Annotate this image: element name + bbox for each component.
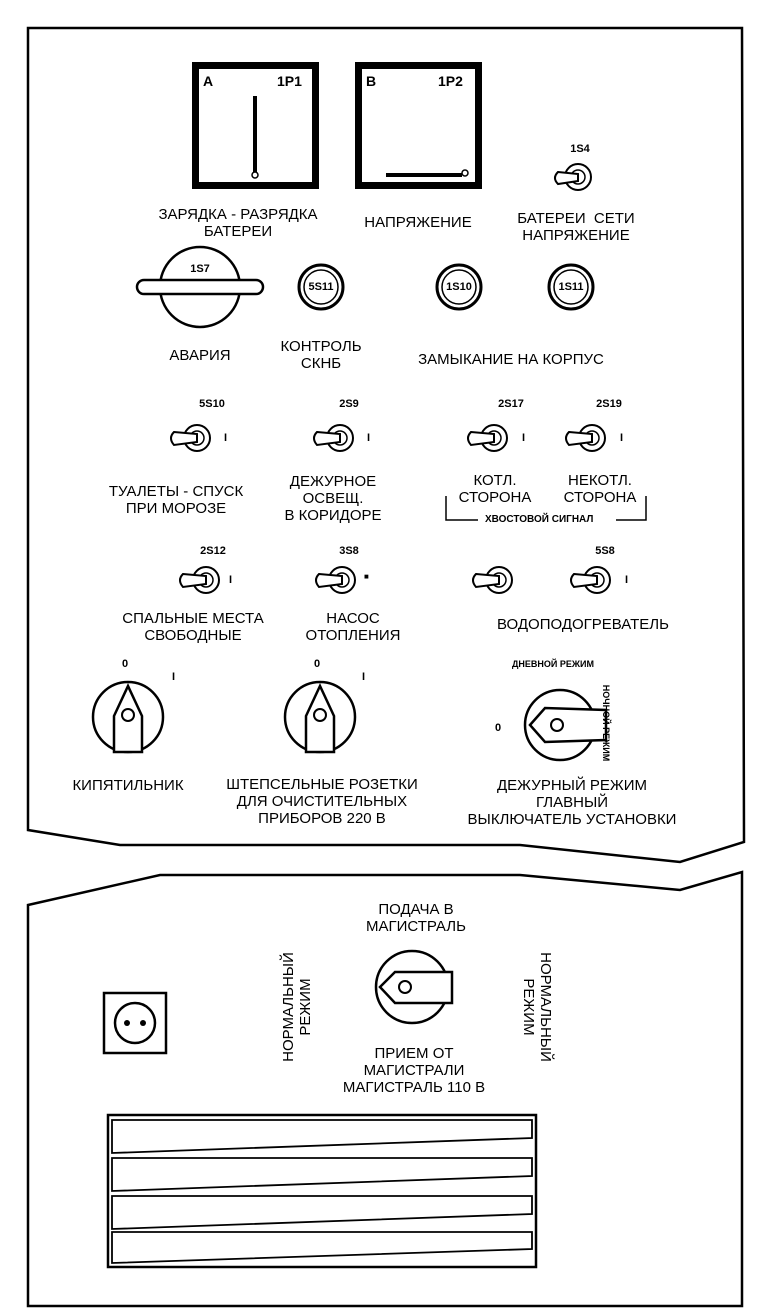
ground-fault-label: ЗАМЫКАНИЕ НА КОРПУС: [418, 351, 604, 368]
lamp-5s11-code: 5S11: [308, 281, 334, 293]
day-mode-label: ДНЕВНОЙ РЕЖИМ: [512, 659, 594, 669]
water-heater-label: ВОДОПОДОГРЕВАТЕЛЬ: [497, 616, 669, 633]
meter-1p2-code: 1P2: [438, 73, 463, 89]
toggle-switch-2s12[interactable]: [179, 566, 220, 594]
toggle-2s9-pos: I: [367, 432, 371, 444]
kettle-pos0: 0: [122, 658, 129, 670]
main-switch-label: ДЕЖУРНЫЙ РЕЖИМ ГЛАВНЫЙ ВЫКЛЮЧАТЕЛЬ УСТАН…: [467, 777, 677, 828]
toggle-2s19-label: НЕКОТЛ. СТОРОНА: [563, 472, 637, 506]
emergency-switch-code: 1S7: [190, 263, 210, 275]
lamp-1s10-code: 1S10: [446, 281, 472, 293]
lamp-5s11-label: КОНТРОЛЬ СКНБ: [280, 338, 362, 372]
toggle-5s10-label: ТУАЛЕТЫ - СПУСК ПРИ МОРОЗЕ: [108, 483, 244, 517]
meter-1p2-label: НАПРЯЖЕНИЕ: [364, 214, 472, 231]
sockets-label: ШТЕПСЕЛЬНЫЕ РОЗЕТКИ ДЛЯ ОЧИСТИТЕЛЬНЫХ ПР…: [226, 776, 418, 827]
toggle-switch-5s8[interactable]: [570, 566, 611, 594]
toggle-switch-water-heater-left[interactable]: [472, 566, 513, 594]
toggle-3s8-label: НАСОС ОТОПЛЕНИЯ: [305, 610, 401, 644]
signal-lamp-5s11: [297, 263, 345, 311]
line-selector-switch[interactable]: [374, 949, 454, 1025]
signal-lamp-1s10: [435, 263, 483, 311]
sockets-pos0: 0: [314, 658, 321, 670]
toggle-2s19-pos: I: [620, 432, 624, 444]
kettle-label: КИПЯТИЛЬНИК: [72, 777, 184, 794]
toggle-2s12-code: 2S12: [200, 545, 226, 557]
switch-1s4-code: 1S4: [570, 143, 590, 155]
main-mode-switch[interactable]: [523, 688, 608, 762]
toggle-2s19-code: 2S19: [596, 398, 622, 410]
toggle-switch-1s4[interactable]: [554, 163, 592, 191]
night-mode-label: НОЧНОЙ РЕЖИМ: [601, 684, 612, 762]
supply-label: ПОДАЧА В МАГИСТРАЛЬ: [366, 901, 466, 935]
toggle-2s17-code: 2S17: [498, 398, 524, 410]
toggle-5s10-pos: I: [224, 432, 228, 444]
sockets-pos1: I: [362, 671, 366, 683]
kettle-pos1: I: [172, 671, 176, 683]
meter-1p1-label: ЗАРЯДКА - РАЗРЯДКА БАТЕРЕИ: [158, 206, 318, 240]
toggle-2s9-label: ДЕЖУРНОЕ ОСВЕЩ. В КОРИДОРЕ: [284, 473, 382, 524]
toggle-2s12-label: СПАЛЬНЫЕ МЕСТА СВОБОДНЫЕ: [122, 610, 264, 644]
lamp-1s11-code: 1S11: [558, 281, 584, 293]
normal-mode-left-label: НОРМАЛЬНЫЙ РЕЖИМ: [279, 952, 314, 1062]
toggle-5s10-code: 5S10: [199, 398, 225, 410]
toggle-switch-2s9[interactable]: [313, 424, 354, 452]
rotary-switch-kettle[interactable]: [91, 680, 165, 754]
emergency-label: АВАРИЯ: [169, 347, 231, 364]
switch-1s4-label: БАТЕРЕИ СЕТИ НАПРЯЖЕНИЕ: [517, 210, 635, 244]
lower-panel-outline: [26, 870, 744, 1308]
main-switch-pos0: 0: [495, 722, 502, 734]
upper-panel-outline: [26, 26, 746, 864]
toggle-2s9-code: 2S9: [339, 398, 359, 410]
toggle-5s8-pos: I: [625, 574, 629, 586]
rotary-switch-sockets[interactable]: [283, 680, 357, 754]
toggle-2s17-pos: I: [522, 432, 526, 444]
toggle-2s12-pos: I: [229, 574, 233, 586]
toggle-3s8-pos: ■: [364, 572, 369, 581]
voltmeter-1p2: [355, 62, 482, 189]
toggle-5s8-code: 5S8: [595, 545, 615, 557]
toggle-2s17-label: КОТЛ. СТОРОНА: [458, 472, 532, 506]
normal-mode-right-label: НОРМАЛЬНЫЙ РЕЖИМ: [519, 952, 554, 1062]
emergency-switch-1s7[interactable]: [135, 245, 265, 329]
meter-1p2-letter: B: [366, 73, 377, 89]
tail-signal-bracket: [445, 496, 647, 521]
tail-signal-label: ХВОСТОВОЙ СИГНАЛ: [485, 514, 594, 525]
meter-1p1-letter: A: [203, 73, 214, 89]
power-socket[interactable]: [102, 991, 168, 1055]
signal-lamp-1s11: [547, 263, 595, 311]
meter-1p1-code: 1P1: [277, 73, 302, 89]
receive-label: ПРИЕМ ОТ МАГИСТРАЛИ МАГИСТРАЛЬ 110 В: [342, 1045, 486, 1096]
toggle-switch-2s17[interactable]: [467, 424, 508, 452]
toggle-3s8-code: 3S8: [339, 545, 359, 557]
ventilation-grille: [106, 1113, 538, 1269]
toggle-switch-2s19[interactable]: [565, 424, 606, 452]
toggle-switch-3s8[interactable]: [315, 566, 356, 594]
ammeter-1p1: [192, 62, 319, 189]
toggle-switch-5s10[interactable]: [170, 424, 211, 452]
